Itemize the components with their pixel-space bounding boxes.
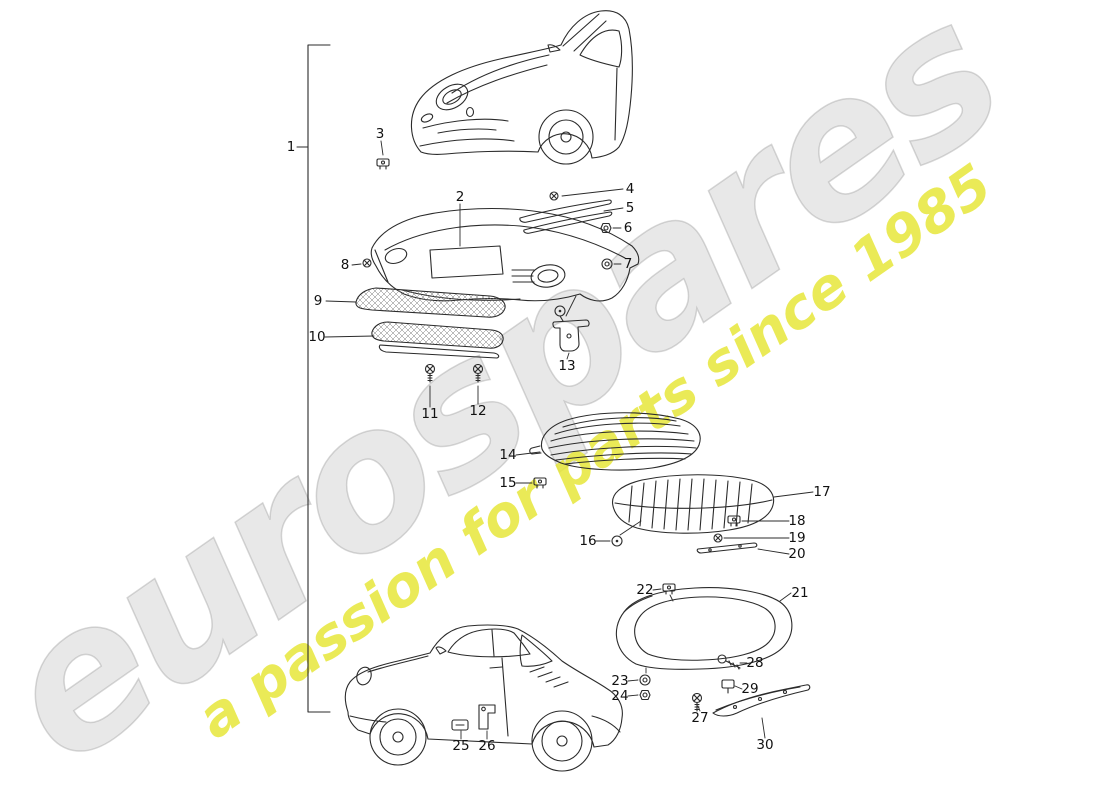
callout-24: 24 — [611, 688, 628, 704]
rear-car-illustration — [344, 624, 623, 772]
callout-5: 5 — [626, 200, 635, 216]
bracket-13 — [552, 315, 590, 352]
clip-18 — [727, 515, 741, 527]
scope-bracket — [296, 44, 331, 713]
leader-lines — [324, 140, 814, 740]
front-car-illustration — [410, 10, 633, 165]
callout-25: 25 — [452, 738, 469, 754]
callout-3: 3 — [376, 126, 385, 142]
callout-9: 9 — [314, 293, 323, 309]
callout-23: 23 — [611, 673, 628, 689]
screw-27 — [691, 693, 703, 712]
clip-25 — [451, 719, 469, 731]
callout-17: 17 — [813, 484, 830, 500]
callout-7: 7 — [624, 256, 633, 272]
nut-24 — [639, 689, 651, 701]
callout-14: 14 — [499, 447, 516, 463]
clip-3 — [376, 158, 390, 170]
callout-4: 4 — [626, 181, 635, 197]
engine-lid-grille-17 — [611, 474, 775, 534]
callout-12: 12 — [469, 403, 486, 419]
callout-26: 26 — [478, 738, 495, 754]
callout-27: 27 — [691, 710, 708, 726]
callout-20: 20 — [788, 546, 805, 562]
line-art — [296, 10, 814, 772]
intake-grille-14 — [529, 412, 701, 471]
trim-rail-part — [519, 199, 613, 234]
callout-21: 21 — [791, 585, 808, 601]
callout-28: 28 — [746, 655, 763, 671]
strip-30 — [712, 684, 811, 717]
callout-16: 16 — [579, 533, 596, 549]
front-grille-upper — [355, 287, 506, 318]
screw-4 — [549, 191, 559, 201]
screw-28 — [717, 654, 741, 670]
rivet-8 — [362, 258, 372, 268]
watermark-brand-text: eurospares — [0, 0, 1037, 800]
clip-22 — [662, 583, 676, 595]
bracket-26 — [478, 704, 496, 730]
clip-29 — [721, 679, 735, 694]
front-grille-lower — [371, 321, 504, 359]
engine-lid-frame-21 — [615, 587, 793, 670]
callout-13: 13 — [558, 358, 575, 374]
callout-22: 22 — [636, 582, 653, 598]
callout-10: 10 — [308, 329, 325, 345]
strip-20 — [696, 542, 758, 554]
callout-6: 6 — [624, 220, 633, 236]
screw-19 — [713, 533, 723, 543]
callout-19: 19 — [788, 530, 805, 546]
callout-1: 1 — [287, 139, 296, 155]
callout-11: 11 — [421, 406, 438, 422]
callout-29: 29 — [741, 681, 758, 697]
grommet-16 — [611, 535, 623, 547]
washer-23 — [639, 674, 651, 686]
callout-30: 30 — [756, 737, 773, 753]
callout-8: 8 — [341, 257, 350, 273]
callout-18: 18 — [788, 513, 805, 529]
callout-15: 15 — [499, 475, 516, 491]
callout-2: 2 — [456, 189, 465, 205]
watermark: eurospares a passion for parts since 198… — [0, 0, 1037, 800]
